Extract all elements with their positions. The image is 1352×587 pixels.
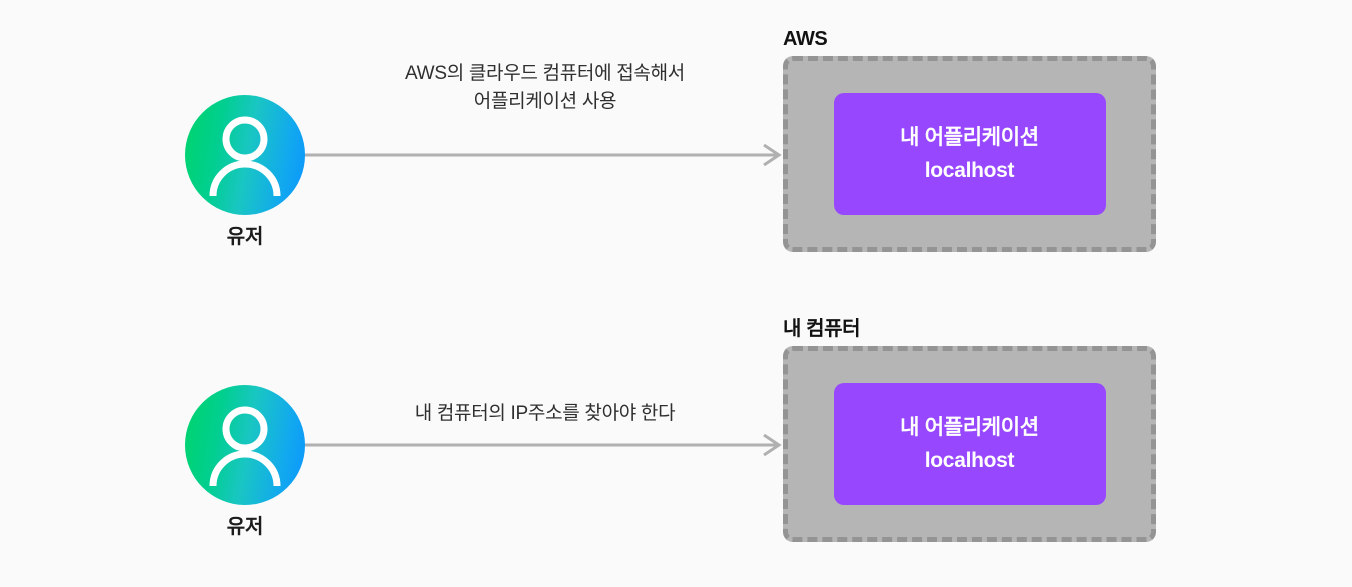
flow-caption: 내 컴퓨터의 IP주소를 찾아야 한다 <box>414 403 676 424</box>
machine-title: AWS <box>783 28 828 50</box>
machine-aws: AWS 내 어플리케이션 localhost <box>783 28 1156 252</box>
app-card[interactable]: 내 어플리케이션 localhost <box>833 93 1106 215</box>
actor-user-1: 유저 <box>165 95 325 249</box>
machine-title: 내 컴퓨터 <box>783 318 861 340</box>
app-card[interactable]: 내 어플리케이션 localhost <box>833 383 1106 505</box>
user-avatar-icon <box>185 95 305 215</box>
actor-user-2: 유저 <box>165 385 325 539</box>
flow-caption: AWS의 클라우드 컴퓨터에 접속해서 어플리케이션 사용 <box>405 63 685 112</box>
app-host: localhost <box>924 159 1015 182</box>
arrow-right-icon <box>305 433 785 457</box>
app-name: 내 어플리케이션 <box>900 415 1039 439</box>
arrow-right-icon <box>305 143 785 167</box>
machine-body: 내 어플리케이션 localhost <box>783 56 1156 252</box>
actor-label: 유저 <box>226 226 264 248</box>
app-name: 내 어플리케이션 <box>900 125 1039 149</box>
app-host: localhost <box>924 449 1015 472</box>
user-avatar-icon <box>185 385 305 505</box>
machine-my-computer: 내 컴퓨터 내 어플리케이션 localhost <box>783 318 1156 542</box>
machine-body: 내 어플리케이션 localhost <box>783 346 1156 542</box>
actor-label: 유저 <box>226 516 264 538</box>
